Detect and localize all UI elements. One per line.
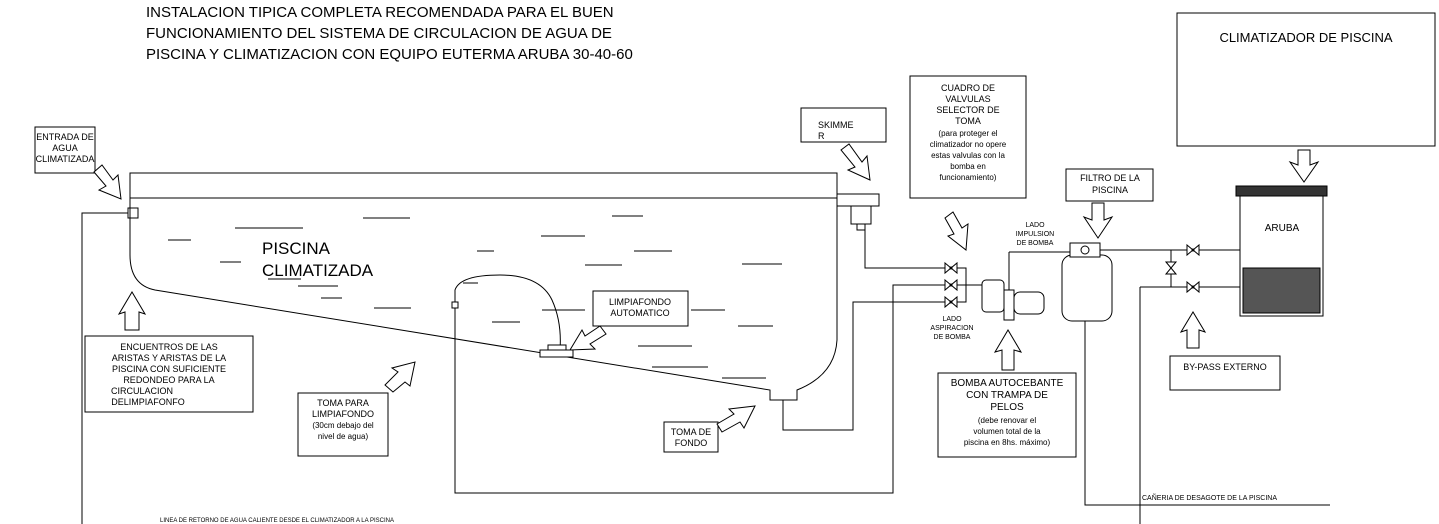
toma-fondo-label-box: TOMA DE FONDO (663, 421, 719, 453)
svg-text:climatizador no opere: climatizador no opere (930, 140, 1007, 149)
svg-text:LADO: LADO (1025, 222, 1045, 229)
arrow-filtro-icon (1082, 202, 1114, 239)
arrow-entrada-icon (93, 164, 122, 200)
svg-text:(30cm debajo del: (30cm debajo del (312, 421, 374, 430)
svg-text:IMPULSION: IMPULSION (1016, 231, 1055, 238)
svg-text:PISCINA CON SUFICIENTE: PISCINA CON SUFICIENTE (112, 364, 226, 374)
return-line (81, 212, 128, 524)
svg-text:FUNCIONAMIENTO DEL SISTEMA DE: FUNCIONAMIENTO DEL SISTEMA DE CIRCULACIO… (146, 25, 612, 42)
drain-pipe (1084, 321, 1330, 506)
return-line-label: LINEA DE RETORNO DE AGUA CALIENTE DESDE … (160, 518, 394, 524)
svg-text:TOMA DE: TOMA DE (671, 427, 711, 437)
skimmer-label-box: SKIMME R (800, 107, 887, 143)
pool-label: PISCINA CLIMATIZADA (262, 239, 374, 280)
limpiafondo-hose (451, 274, 561, 351)
svg-text:PELOS: PELOS (990, 402, 1024, 413)
svg-text:REDONDEO PARA LA: REDONDEO PARA LA (123, 375, 214, 385)
suction-piping (454, 230, 982, 494)
svg-text:DE BOMBA: DE BOMBA (1017, 240, 1054, 247)
encuentros-label-box: ENCUENTROS DE LAS ARISTAS Y ARISTAS DE L… (84, 335, 254, 413)
arrow-encuentros-icon (117, 291, 147, 331)
arrow-climatizador-icon (1288, 149, 1320, 183)
aruba-heater (1235, 185, 1328, 317)
svg-text:ENTRADA DE: ENTRADA DE (36, 132, 94, 142)
svg-text:(para proteger el: (para proteger el (938, 129, 997, 138)
svg-text:piscina en 8hs. máximo): piscina en 8hs. máximo) (964, 438, 1051, 447)
svg-text:DE BOMBA: DE BOMBA (934, 334, 971, 341)
svg-text:FILTRO DE LA: FILTRO DE LA (1080, 173, 1140, 183)
svg-text:LIMPIAFONDO: LIMPIAFONDO (312, 409, 374, 419)
svg-text:AGUA: AGUA (52, 143, 78, 153)
svg-text:TOMA: TOMA (955, 116, 981, 126)
svg-text:FONDO: FONDO (675, 438, 708, 448)
arrow-limpiafondo-icon (569, 325, 607, 351)
svg-text:CLIMATIZADA: CLIMATIZADA (262, 261, 374, 280)
arrow-cuadro-icon (944, 211, 969, 251)
svg-text:LADO: LADO (942, 316, 962, 323)
svg-text:PISCINA: PISCINA (262, 239, 331, 258)
svg-text:BY-PASS EXTERNO: BY-PASS EXTERNO (1183, 362, 1267, 372)
svg-text:PISCINA: PISCINA (1092, 185, 1128, 195)
lado-impulsion-label: LADO IMPULSION DE BOMBA (1016, 222, 1055, 247)
svg-text:ENCUENTROS DE LAS: ENCUENTROS DE LAS (120, 342, 218, 352)
svg-text:CON TRAMPA DE: CON TRAMPA DE (966, 390, 1048, 401)
arrow-toma-limpiafondo-icon (384, 361, 416, 393)
svg-text:estas valvulas con la: estas valvulas con la (931, 151, 1005, 160)
toma-limpiafondo-label-box: TOMA PARA LIMPIAFONDO (30cm debajo del n… (297, 392, 389, 457)
svg-text:TOMA PARA: TOMA PARA (317, 398, 369, 408)
filter (1061, 242, 1113, 322)
limpiafondo-label-box: LIMPIAFONDO AUTOMATICO (592, 290, 689, 327)
svg-text:SELECTOR DE: SELECTOR DE (936, 105, 999, 115)
pump (981, 252, 1045, 321)
skimmer (836, 193, 880, 231)
svg-text:bomba en: bomba en (950, 162, 986, 171)
diagram-title: INSTALACION TIPICA COMPLETA RECOMENDADA … (146, 4, 633, 63)
drain-label: CAÑERIA DE DESAGOTE DE LA PISCINA (1142, 493, 1277, 502)
svg-text:CIRCULACION: CIRCULACION (111, 386, 173, 396)
svg-text:ARISTAS Y ARISTAS DE LA: ARISTAS Y ARISTAS DE LA (112, 353, 226, 363)
bomba-label-box: BOMBA AUTOCEBANTE CON TRAMPA DE PELOS (d… (937, 372, 1077, 458)
arrow-skimmer-icon (840, 143, 871, 181)
arrow-bomba-icon (993, 329, 1023, 371)
svg-text:volumen total de la: volumen total de la (973, 427, 1041, 436)
climatizador-box: CLIMATIZADOR DE PISCINA (1176, 12, 1436, 147)
svg-text:CLIMATIZADA: CLIMATIZADA (36, 154, 95, 164)
svg-text:CUADRO DE: CUADRO DE (941, 83, 995, 93)
svg-text:R: R (818, 131, 825, 141)
svg-text:PISCINA Y CLIMATIZACION CON EQ: PISCINA Y CLIMATIZACION CON EQUIPO EUTER… (146, 46, 633, 63)
svg-text:VALVULAS: VALVULAS (945, 94, 990, 104)
heater-piping (1100, 249, 1243, 524)
valve-manifold (944, 262, 958, 308)
cuadro-valvulas-label-box: CUADRO DE VALVULAS SELECTOR DE TOMA (par… (909, 75, 1027, 199)
svg-text:INSTALACION TIPICA COMPLETA RE: INSTALACION TIPICA COMPLETA RECOMENDADA … (146, 4, 614, 21)
aruba-label: ARUBA (1265, 223, 1300, 234)
svg-text:BOMBA AUTOCEBANTE: BOMBA AUTOCEBANTE (951, 378, 1064, 389)
limpiafondo-device (539, 344, 574, 358)
filter-label-box: FILTRO DE LA PISCINA (1065, 168, 1154, 202)
svg-text:funcionamiento): funcionamiento) (940, 173, 997, 182)
svg-text:SKIMME: SKIMME (818, 120, 854, 130)
svg-text:ASPIRACION: ASPIRACION (930, 325, 973, 332)
svg-text:(debe renovar el: (debe renovar el (978, 416, 1036, 425)
lado-aspiracion-label: LADO ASPIRACION DE BOMBA (930, 316, 973, 341)
svg-text:CLIMATIZADOR DE PISCINA: CLIMATIZADOR DE PISCINA (1219, 30, 1392, 45)
water-lines (168, 215, 782, 379)
svg-text:nivel de agua): nivel de agua) (318, 432, 369, 441)
svg-text:AUTOMATICO: AUTOMATICO (610, 308, 669, 318)
bypass-label-box: BY-PASS EXTERNO (1169, 355, 1281, 391)
svg-text:DELIMPIAFONFO: DELIMPIAFONFO (111, 397, 185, 407)
arrow-bypass-icon (1179, 311, 1207, 349)
svg-text:LIMPIAFONDO: LIMPIAFONDO (609, 297, 671, 307)
arrow-toma-fondo-icon (716, 405, 756, 433)
entrada-label-box: ENTRADA DE AGUA CLIMATIZADA (34, 126, 96, 174)
pool-structure (127, 172, 838, 401)
